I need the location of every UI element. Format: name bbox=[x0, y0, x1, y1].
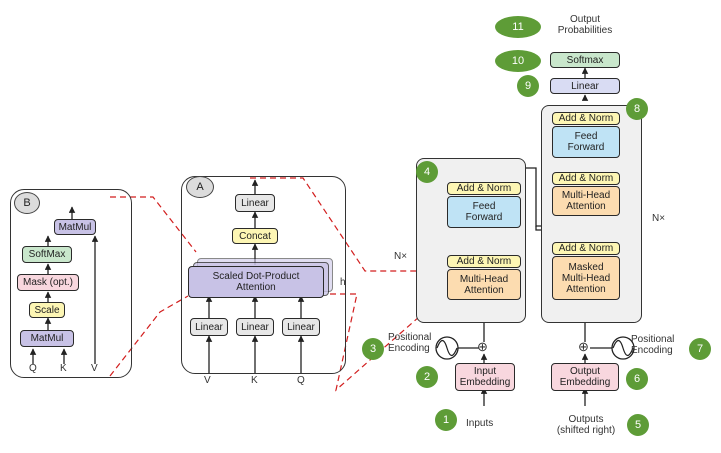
decoder-add-norm-top: Add & Norm bbox=[552, 112, 620, 125]
inputs-label: Inputs bbox=[466, 418, 494, 429]
badge-5: 5 bbox=[627, 414, 649, 436]
encoder-positional-encoding-label: Positional Encoding bbox=[388, 332, 432, 354]
encoder-nx-label: N× bbox=[394, 251, 408, 262]
output-softmax-block: Softmax bbox=[550, 52, 620, 68]
panel-a-v-label: V bbox=[204, 375, 211, 386]
input-embedding-block: Input Embedding bbox=[455, 363, 515, 391]
input-k-label: K bbox=[60, 363, 67, 374]
decoder-plus: ⊕ bbox=[578, 339, 589, 354]
mask-block: Mask (opt.) bbox=[17, 274, 79, 291]
matmul-top-block: MatMul bbox=[54, 219, 96, 235]
panel-b-badge: B bbox=[14, 192, 40, 214]
decoder-feed-forward: Feed Forward bbox=[552, 126, 620, 158]
decoder-nx-label: N× bbox=[652, 213, 666, 224]
badge-8: 8 bbox=[626, 98, 648, 120]
input-q-label: Q bbox=[29, 363, 37, 374]
decoder-masked-multi-head-attention: Masked Multi-Head Attention bbox=[552, 256, 620, 300]
encoder-multi-head-attention: Multi-Head Attention bbox=[447, 269, 521, 300]
badge-3: 3 bbox=[362, 338, 384, 360]
concat-block: Concat bbox=[232, 228, 278, 244]
panel-a-k-label: K bbox=[251, 375, 258, 386]
badge-2: 2 bbox=[416, 366, 438, 388]
linear-q-block: Linear bbox=[282, 318, 320, 336]
output-probabilities-label: Output Probabilities bbox=[557, 14, 613, 36]
softmax-block: SoftMax bbox=[22, 246, 72, 263]
linear-v-block: Linear bbox=[190, 318, 228, 336]
scale-block: Scale bbox=[29, 302, 65, 318]
badge-7: 7 bbox=[689, 338, 711, 360]
outputs-label: Outputs (shifted right) bbox=[556, 414, 616, 436]
output-linear-block: Linear bbox=[550, 78, 620, 94]
encoder-feed-forward: Feed Forward bbox=[447, 196, 521, 228]
linear-k-block: Linear bbox=[236, 318, 274, 336]
panel-a-q-label: Q bbox=[297, 375, 305, 386]
output-embedding-block: Output Embedding bbox=[551, 363, 619, 391]
decoder-add-norm-mid: Add & Norm bbox=[552, 172, 620, 185]
badge-4: 4 bbox=[416, 161, 438, 183]
encoder-plus: ⊕ bbox=[477, 339, 488, 354]
panel-a-badge: A bbox=[186, 176, 214, 198]
badge-11: 11 bbox=[495, 16, 541, 38]
badge-6: 6 bbox=[626, 368, 648, 390]
encoder-add-norm-bottom: Add & Norm bbox=[447, 255, 521, 268]
scaled-dot-product-attention-block: Scaled Dot-Product Attention bbox=[188, 266, 324, 298]
multi-head-panel bbox=[181, 176, 346, 374]
heads-h-label: h bbox=[340, 277, 346, 288]
badge-10: 10 bbox=[495, 50, 541, 72]
scaled-dot-product-panel bbox=[10, 189, 132, 378]
matmul-bottom-block: MatMul bbox=[20, 330, 74, 347]
input-v-label: V bbox=[91, 363, 98, 374]
encoder-add-norm-top: Add & Norm bbox=[447, 182, 521, 195]
linear-top-block: Linear bbox=[235, 194, 275, 212]
badge-1: 1 bbox=[435, 409, 457, 431]
decoder-add-norm-bottom: Add & Norm bbox=[552, 242, 620, 255]
badge-9: 9 bbox=[517, 75, 539, 97]
decoder-multi-head-attention: Multi-Head Attention bbox=[552, 186, 620, 216]
decoder-positional-encoding-label: Positional Encoding bbox=[631, 334, 675, 356]
